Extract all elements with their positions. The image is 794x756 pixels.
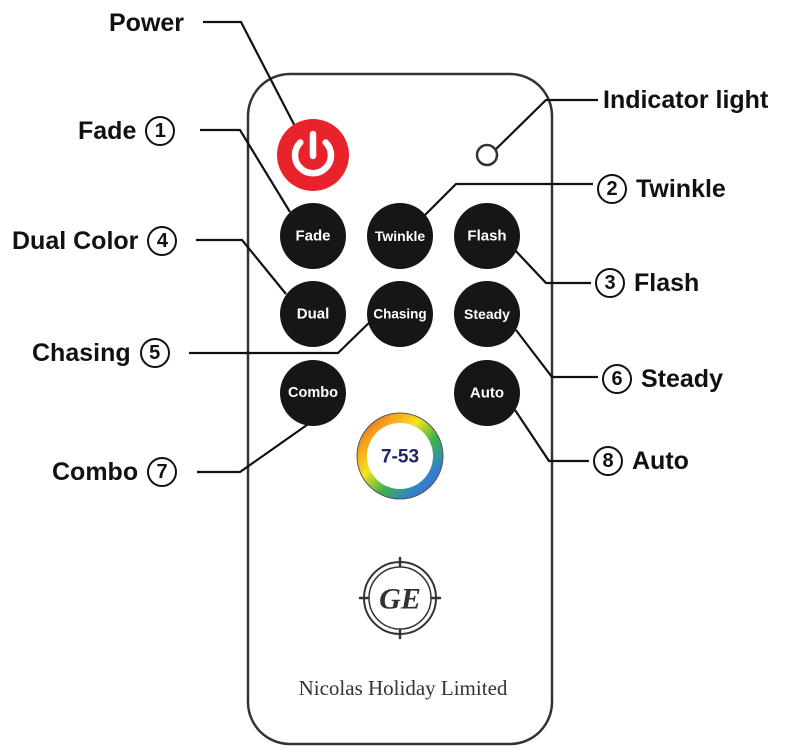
twinkle-button-label: Twinkle (375, 228, 426, 244)
twinkle-leader-line (423, 182, 593, 217)
chasing-button-label: Chasing (373, 307, 426, 322)
dual-callout-number: 4 (147, 226, 178, 256)
steady-leader-line (515, 329, 598, 379)
indicator-callout-label: Indicator light (603, 86, 769, 114)
fade-callout-number: 1 (145, 116, 176, 146)
dual-button-label: Dual (297, 306, 330, 323)
steady-button-label: Steady (464, 306, 510, 322)
flash-button-label: Flash (467, 228, 506, 245)
flash-callout: 3 Flash (595, 268, 699, 298)
steady-callout: 6 Steady (602, 364, 723, 394)
flash-callout-label: Flash (634, 269, 700, 297)
indicator-leader-line (494, 98, 598, 151)
twinkle-callout-label: Twinkle (636, 175, 726, 203)
fade-leader-line (200, 128, 291, 213)
power-button[interactable] (277, 119, 349, 191)
power-icon (291, 139, 335, 177)
auto-button-label: Auto (470, 385, 504, 402)
fade-callout: Fade 1 (78, 116, 176, 146)
combo-button[interactable]: Combo (280, 360, 346, 426)
model-badge-label: 7-53 (381, 447, 419, 468)
dual-button[interactable]: Dual (280, 281, 346, 347)
model-badge: 7-53 (356, 412, 444, 500)
chasing-callout: Chasing 5 (32, 338, 170, 368)
power-leader-line (203, 20, 301, 137)
auto-callout-label: Auto (632, 447, 689, 475)
chasing-callout-number: 5 (139, 338, 170, 368)
auto-button[interactable]: Auto (454, 360, 520, 426)
auto-callout: 8 Auto (593, 446, 689, 476)
steady-button[interactable]: Steady (454, 281, 520, 347)
auto-callout-number: 8 (593, 446, 623, 476)
fade-button-label: Fade (295, 228, 330, 245)
leader-lines (189, 20, 598, 474)
chasing-button[interactable]: Chasing (367, 281, 433, 347)
twinkle-button[interactable]: Twinkle (367, 203, 433, 269)
auto-leader-line (514, 409, 589, 463)
combo-callout-label: Combo (52, 458, 139, 486)
ge-logo: GE (358, 556, 442, 640)
dual-leader-line (196, 238, 287, 295)
combo-callout-number: 7 (147, 457, 178, 487)
indicator-light (475, 143, 499, 167)
chasing-callout-label: Chasing (32, 339, 131, 367)
power-callout: Power (109, 8, 184, 38)
fade-button[interactable]: Fade (280, 203, 346, 269)
ge-logo-text: GE (379, 583, 421, 616)
power-callout-label: Power (109, 9, 185, 37)
steady-callout-number: 6 (602, 364, 632, 394)
combo-button-label: Combo (288, 385, 338, 401)
fade-callout-label: Fade (78, 117, 137, 145)
twinkle-callout-number: 2 (597, 174, 627, 204)
combo-callout: Combo 7 (52, 457, 178, 487)
flash-leader-line (512, 247, 591, 285)
dual-callout-label: Dual Color (12, 227, 139, 255)
steady-callout-label: Steady (641, 365, 723, 393)
twinkle-callout: 2 Twinkle (597, 174, 726, 204)
flash-callout-number: 3 (595, 268, 625, 298)
brand-text: Nicolas Holiday Limited (299, 676, 508, 700)
indicator-callout: Indicator light (603, 85, 768, 115)
chasing-leader-line (189, 315, 377, 355)
dual-callout: Dual Color 4 (12, 226, 178, 256)
flash-button[interactable]: Flash (454, 203, 520, 269)
combo-leader-line (197, 419, 315, 474)
